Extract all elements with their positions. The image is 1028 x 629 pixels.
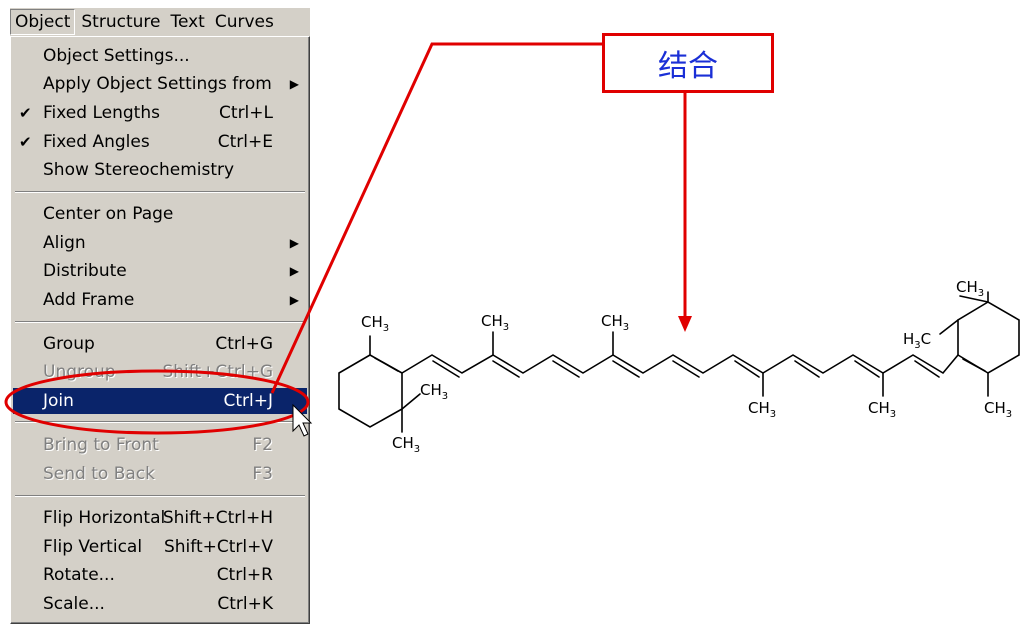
submenu-arrow-icon: ▶ (289, 77, 299, 91)
ch3-label: CH3 (956, 278, 984, 299)
ch3-label: CH3 (984, 399, 1012, 420)
menu-text[interactable]: Text (170, 12, 205, 32)
ch3-label: CH3 (420, 381, 448, 402)
menu-item-fixed-lengths[interactable]: ✔ Fixed Lengths Ctrl+L (13, 100, 307, 126)
menu-item-group[interactable]: Group Ctrl+G (13, 331, 307, 357)
submenu-arrow-icon: ▶ (289, 293, 299, 307)
menu-item-align[interactable]: Align ▶ (13, 230, 307, 256)
menu-item-label: Distribute (43, 261, 127, 281)
join-highlight-ellipse (4, 369, 310, 435)
check-icon: ✔ (19, 104, 32, 122)
menu-item-label: Join (43, 391, 74, 411)
menu-object[interactable]: Object (10, 9, 76, 35)
check-icon: ✔ (19, 133, 32, 151)
menu-item-label: Flip Vertical (43, 537, 143, 557)
ch3-label: CH3 (392, 434, 420, 455)
arrow-head-icon (678, 316, 692, 332)
ch3-label: CH3 (361, 313, 389, 334)
menu-item-label: Object Settings... (43, 46, 190, 66)
menu-item-shortcut: Shift+Ctrl+H (162, 508, 273, 528)
mouse-cursor-icon (292, 403, 313, 437)
menu-item-shortcut: Ctrl+G (215, 334, 273, 354)
menu-item-add-frame[interactable]: Add Frame ▶ (13, 287, 307, 313)
menu-item-center-on-page[interactable]: Center on Page (13, 201, 307, 227)
menu-item-fixed-angles[interactable]: ✔ Fixed Angles Ctrl+E (13, 129, 307, 155)
menu-item-shortcut: Ctrl+K (217, 594, 273, 614)
ch3-label: CH3 (868, 399, 896, 420)
ch3-label: CH3 (481, 312, 509, 333)
menu-item-label: Apply Object Settings from (43, 74, 272, 94)
menu-item-shortcut: F3 (252, 464, 273, 484)
menu-item-show-stereochemistry[interactable]: Show Stereochemistry (13, 157, 307, 183)
menu-item-shortcut: Ctrl+R (216, 565, 273, 585)
menu-item-rotate[interactable]: Rotate... Ctrl+R (13, 562, 307, 588)
menu-item-shortcut: F2 (252, 435, 273, 455)
callout-label: 结合 (658, 49, 718, 84)
menu-item-scale[interactable]: Scale... Ctrl+K (13, 591, 307, 617)
menu-item-apply-object-settings[interactable]: Apply Object Settings from ▶ (13, 71, 307, 97)
menu-separator (15, 191, 305, 193)
menu-item-shortcut: Shift+Ctrl+V (163, 537, 273, 557)
annotation-leader-line (270, 42, 687, 394)
menu-separator (15, 495, 305, 497)
menu-item-join[interactable]: Join Ctrl+J (13, 388, 307, 414)
menu-bar: Object Structure Text Curves (10, 8, 310, 36)
menu-item-label: Add Frame (43, 290, 135, 310)
menu-item-label: Group (43, 334, 95, 354)
menu-item-flip-horizontal[interactable]: Flip Horizontal Shift+Ctrl+H (13, 505, 307, 531)
menu-curves[interactable]: Curves (214, 12, 274, 32)
menu-item-object-settings[interactable]: Object Settings... (13, 43, 307, 69)
menu-item-label: Send to Back (43, 464, 155, 484)
menu-item-label: Rotate... (43, 565, 115, 585)
object-menu-dropdown: Object Settings... Apply Object Settings… (10, 36, 310, 624)
menu-item-label: Show Stereochemistry (43, 160, 235, 180)
menu-item-send-to-back: Send to Back F3 (13, 461, 307, 487)
menu-separator (15, 421, 305, 423)
menu-item-label: Scale... (43, 594, 105, 614)
menu-item-bring-to-front: Bring to Front F2 (13, 432, 307, 458)
ch3-label: CH3 (601, 312, 629, 333)
menu-item-label: Bring to Front (43, 435, 159, 455)
menu-item-label: Align (43, 233, 86, 253)
callout-box: 结合 (602, 33, 774, 93)
molecule-structure (338, 291, 1020, 433)
menu-item-label: Fixed Angles (43, 132, 150, 152)
ch3-label: CH3 (748, 399, 776, 420)
menu-item-label: Center on Page (43, 204, 174, 224)
h3c-label: H3C (903, 330, 931, 351)
submenu-arrow-icon: ▶ (289, 236, 299, 250)
menu-item-flip-vertical[interactable]: Flip Vertical Shift+Ctrl+V (13, 534, 307, 560)
menu-item-shortcut: Ctrl+J (223, 391, 273, 411)
menu-item-label: Flip Horizontal (43, 508, 166, 528)
menu-item-distribute[interactable]: Distribute ▶ (13, 258, 307, 284)
methyl-labels: CH3 CH3 CH3 CH3 CH3 CH3 CH3 CH3 H3C CH3 (361, 278, 1012, 455)
menu-item-shortcut: Ctrl+L (219, 103, 273, 123)
menu-item-shortcut: Ctrl+E (217, 132, 273, 152)
menu-item-label: Fixed Lengths (43, 103, 160, 123)
submenu-arrow-icon: ▶ (289, 264, 299, 278)
menu-separator (15, 321, 305, 323)
menu-structure[interactable]: Structure (81, 12, 161, 32)
